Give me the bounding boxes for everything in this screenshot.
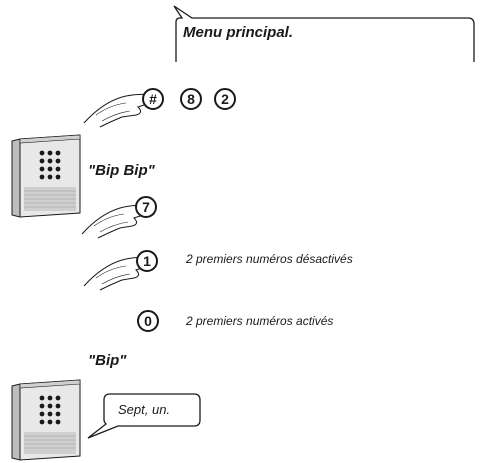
intercom-device-icon xyxy=(11,134,81,218)
key-1[interactable]: 1 xyxy=(136,250,158,272)
key-hash[interactable]: # xyxy=(142,88,164,110)
key-8[interactable]: 8 xyxy=(180,88,202,110)
intercom-device-icon xyxy=(11,379,81,461)
bip-bip-quote: "Bip Bip" xyxy=(88,162,155,179)
menu-bubble-text: Menu principal. xyxy=(183,24,294,41)
speech-bubble-text: Sept, un. xyxy=(118,402,171,417)
note-activated: 2 premiers numéros activés xyxy=(186,314,334,328)
key-0[interactable]: 0 xyxy=(137,310,159,332)
speech-bubble-icon xyxy=(87,393,201,439)
note-deactivated: 2 premiers numéros désactivés xyxy=(186,252,353,266)
bip-quote: "Bip" xyxy=(88,352,127,369)
key-7[interactable]: 7 xyxy=(135,196,157,218)
key-2[interactable]: 2 xyxy=(214,88,236,110)
menu-bubble-outline xyxy=(173,5,475,62)
